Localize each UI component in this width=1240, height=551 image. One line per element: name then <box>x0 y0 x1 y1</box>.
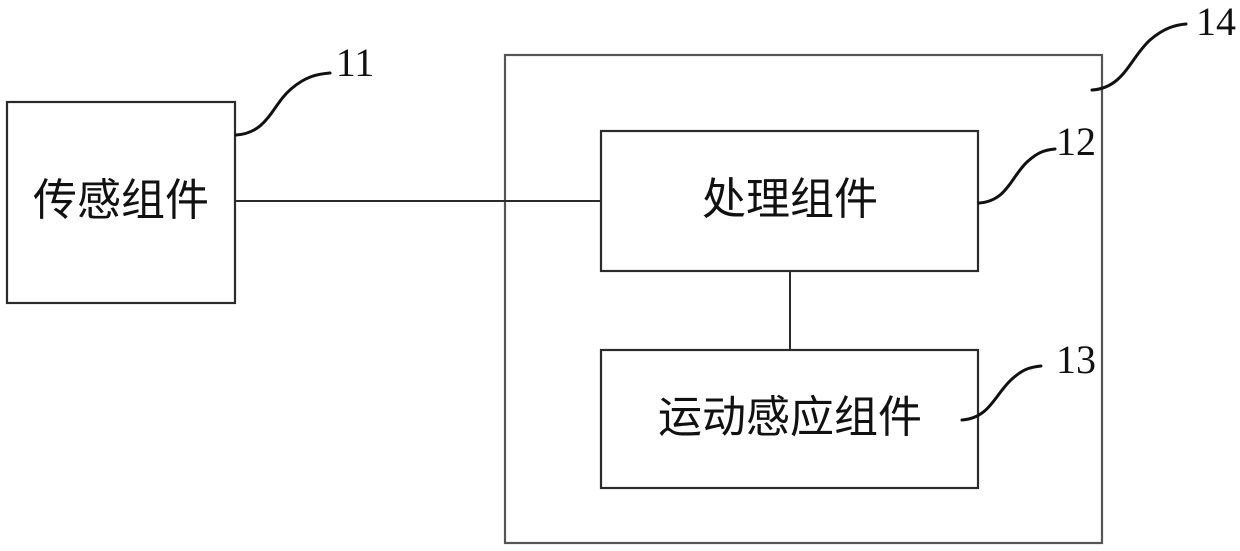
leader-line-14 <box>1090 22 1188 92</box>
reference-number-12: 12 <box>1056 119 1096 164</box>
leader-line-11 <box>234 71 332 137</box>
processing-component-label: 处理组件 <box>702 174 878 225</box>
reference-number-14: 14 <box>1196 0 1236 44</box>
sensing-component-label: 传感组件 <box>33 175 209 226</box>
leader-line-12 <box>977 147 1057 205</box>
processing-component-box <box>599 129 980 273</box>
motion-sensing-component-label: 运动感应组件 <box>658 392 922 443</box>
leader-line-13 <box>960 364 1043 422</box>
reference-number-13: 13 <box>1056 337 1096 382</box>
sensing-component-box <box>5 100 237 305</box>
reference-number-11: 11 <box>336 40 375 85</box>
motion-sensing-component-box <box>599 348 980 490</box>
